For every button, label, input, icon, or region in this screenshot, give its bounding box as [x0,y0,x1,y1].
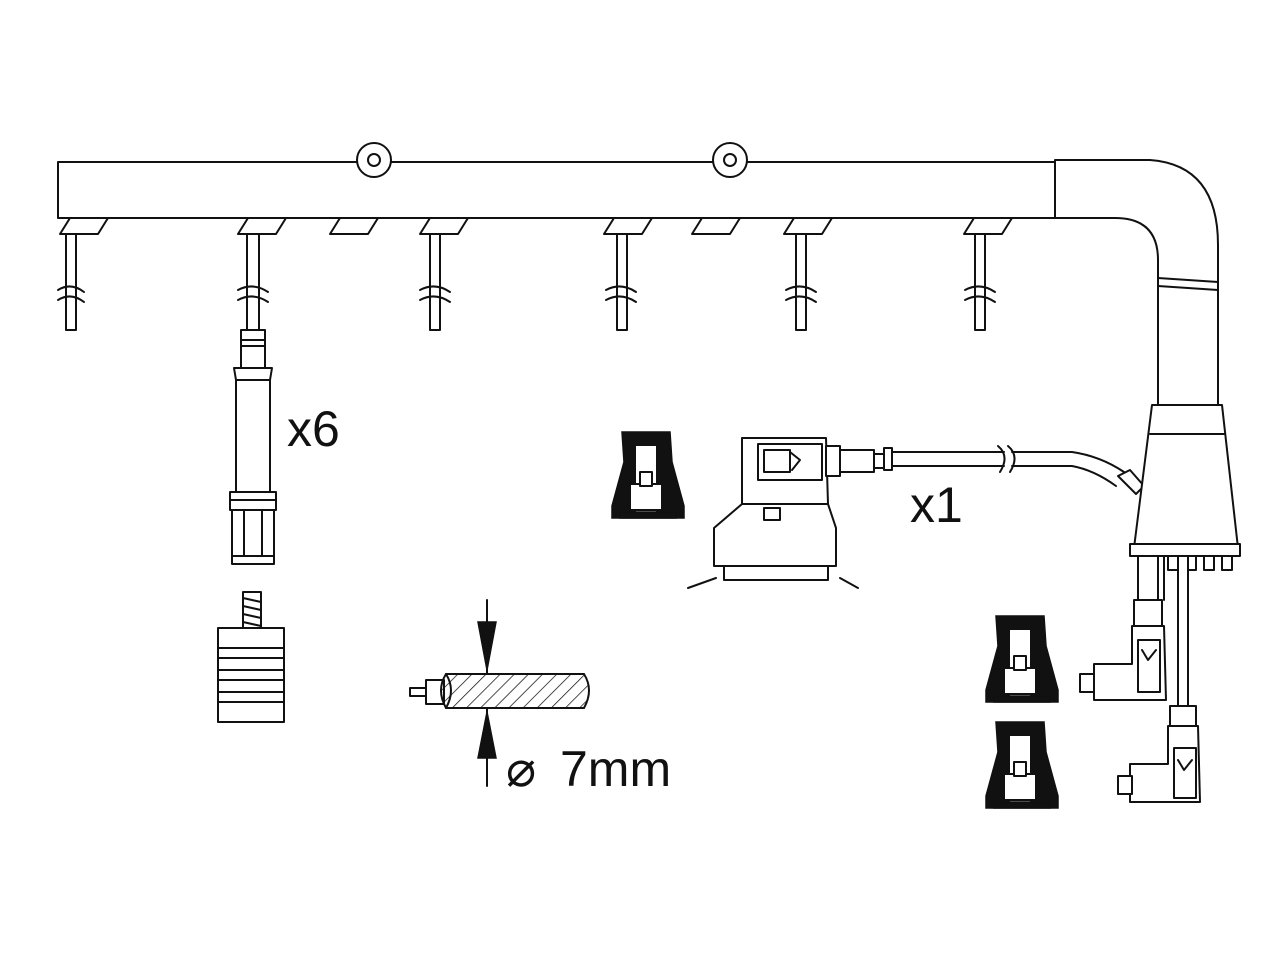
angled-connector-upper [1079,599,1167,701]
junction-housing [1129,404,1241,707]
cable-outlets [57,217,1013,335]
angled-connector-lower [1117,705,1201,803]
spark-plug-terminal [217,591,285,723]
diameter-dimension-arrows [477,599,497,787]
connector-boot-black-1 [985,615,1059,703]
plug-count-label: x6 [287,401,340,457]
connector-boot-black-2 [985,721,1059,809]
diameter-label: 7mm [560,741,671,797]
mounting-clip-1 [356,142,392,178]
cable-cross-section [409,673,590,709]
coil-count-label: x1 [910,477,963,533]
cable-harness-bar [57,159,1219,406]
coil-boot-black [611,431,685,519]
diameter-symbol: ⌀ [506,741,536,797]
mounting-clip-2 [712,142,748,178]
coil-connector [687,437,1145,589]
spark-plug-connector [229,329,277,565]
